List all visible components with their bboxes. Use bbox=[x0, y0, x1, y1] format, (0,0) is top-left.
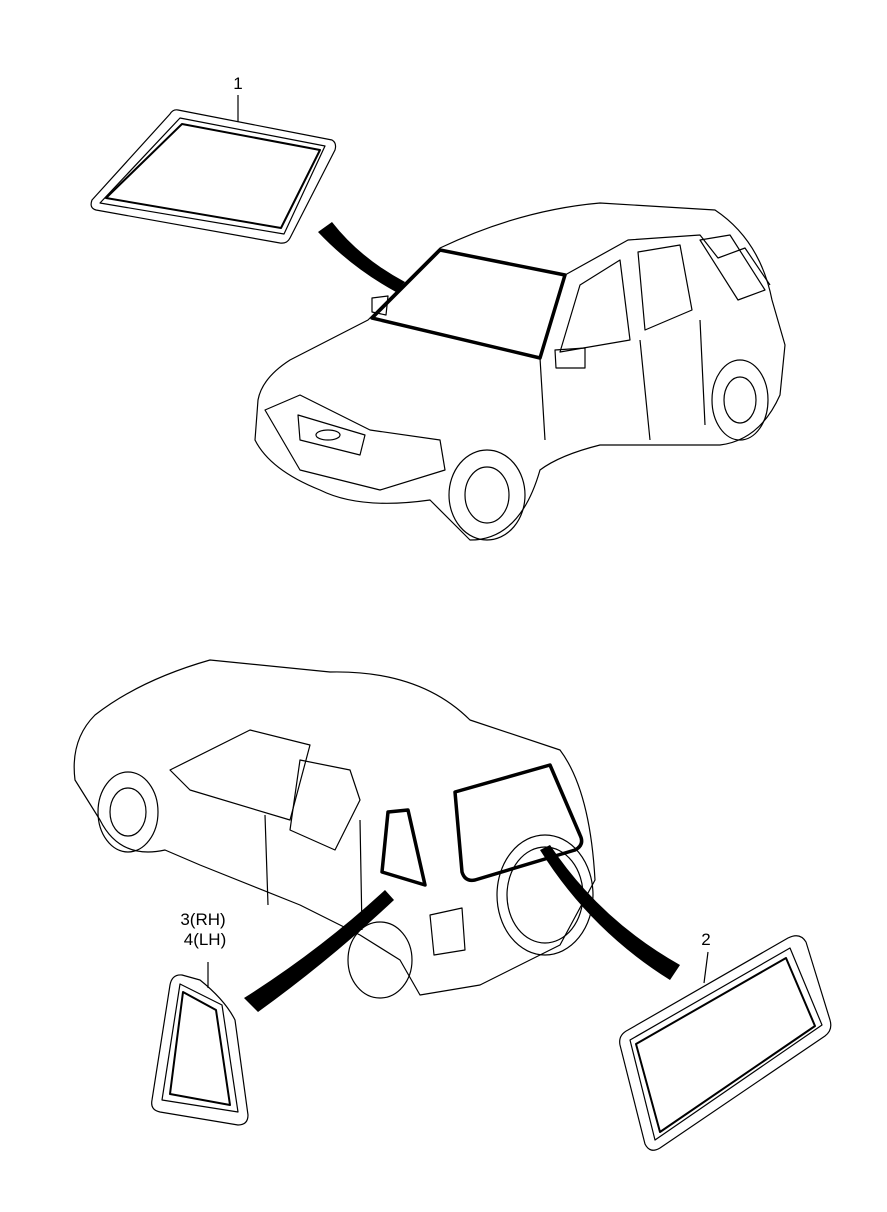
windshield-glass-part bbox=[90, 95, 337, 244]
arrow-to-windshield bbox=[318, 222, 405, 292]
back-glass-part bbox=[619, 935, 832, 1151]
callout-part-3: 3(RH) bbox=[180, 910, 226, 929]
callout-part-1: 1 bbox=[233, 74, 243, 93]
callout-part-4: 4(LH) bbox=[183, 930, 227, 949]
front-vehicle-illustration bbox=[254, 202, 786, 541]
quarter-glass-part bbox=[151, 962, 249, 1126]
arrow-to-back-glass bbox=[540, 845, 680, 980]
arrow-to-quarter-glass bbox=[244, 890, 394, 1012]
callout-part-2: 2 bbox=[701, 930, 711, 949]
rear-vehicle-illustration bbox=[73, 659, 596, 999]
